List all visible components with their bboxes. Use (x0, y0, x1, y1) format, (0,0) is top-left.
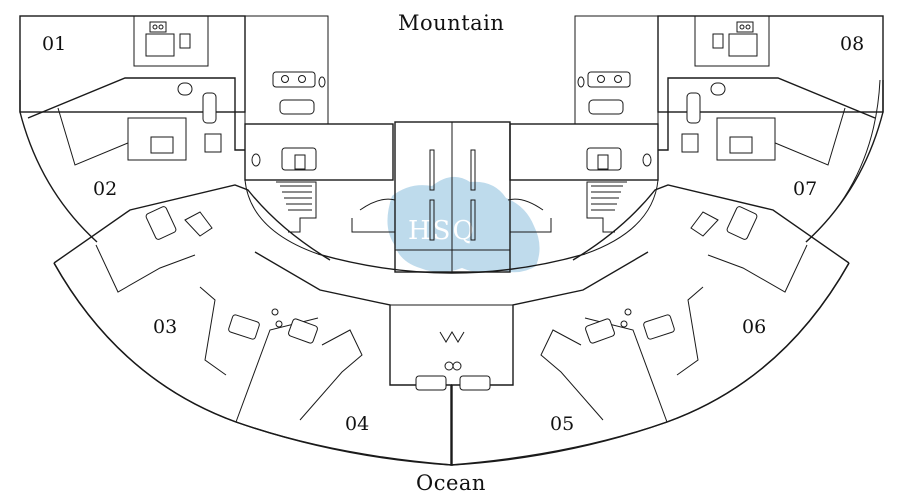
central-core (317, 121, 586, 465)
unit-03-wall (53, 184, 331, 264)
unit-04-label: 04 (345, 413, 369, 435)
left-wing (19, 15, 453, 466)
orientation-bottom-label: Ocean (416, 471, 486, 495)
unit-03-label: 03 (153, 316, 177, 338)
outer-boundary (53, 262, 850, 466)
unit-06-label: 06 (742, 316, 766, 338)
orientation-top-label: Mountain (398, 11, 504, 35)
unit-07-label: 07 (793, 178, 817, 200)
watermark-text: HSQ (408, 216, 476, 246)
unit-08-label: 08 (840, 33, 864, 55)
unit-04-wall (235, 385, 453, 466)
unit-01-label: 01 (42, 33, 66, 55)
unit-02-wall (19, 77, 245, 151)
watermark-logo: HSQ (387, 176, 540, 273)
unit-05-label: 05 (550, 413, 574, 435)
unit-02-label: 02 (93, 178, 117, 200)
